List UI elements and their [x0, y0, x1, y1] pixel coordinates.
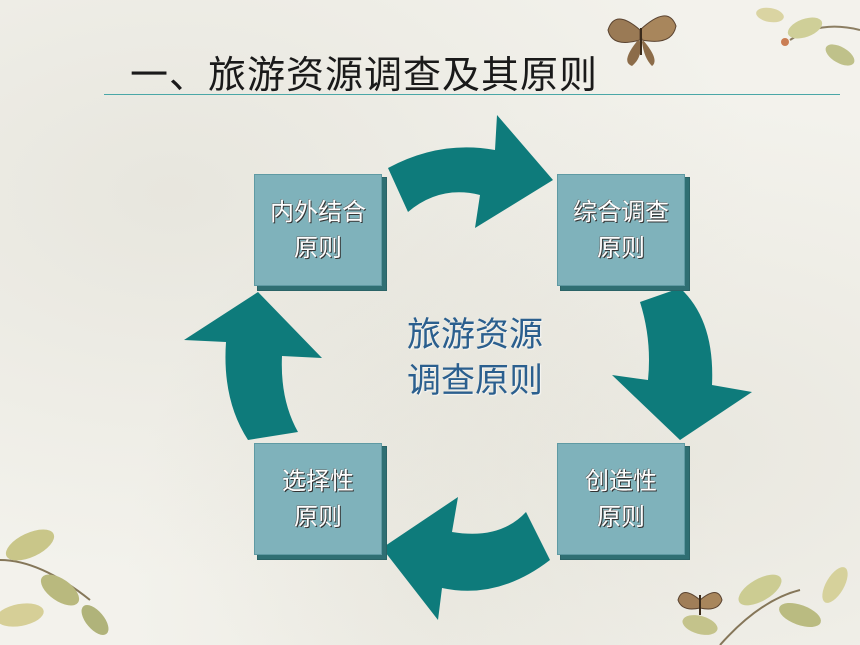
center-label: 旅游资源 调查原则	[390, 312, 560, 404]
center-label-line1: 旅游资源	[407, 315, 543, 355]
leaf-branch-icon	[756, 7, 860, 66]
leaf-branch-icon	[0, 529, 109, 635]
node-label-line2: 原则	[294, 503, 342, 531]
arrow-top-icon	[388, 115, 553, 228]
center-label-line2: 调查原则	[407, 361, 543, 401]
node-label-line1: 综合调查	[573, 198, 669, 226]
node-creative-principle: 创造性 原则	[557, 443, 685, 555]
title-divider	[104, 94, 840, 95]
arrow-right-icon	[612, 288, 752, 440]
butterfly-icon	[607, 15, 677, 66]
node-label-line2: 原则	[597, 503, 645, 531]
node-selective-principle: 选择性 原则	[254, 443, 382, 555]
node-label-line1: 创造性	[585, 467, 657, 495]
node-label-line1: 选择性	[282, 467, 354, 495]
butterfly-icon	[677, 592, 723, 615]
cycle-arrows	[184, 115, 752, 620]
node-comprehensive-principle: 综合调查 原则	[557, 174, 685, 286]
node-label-line1: 内外结合	[270, 198, 366, 226]
leaf-branch-icon	[682, 567, 848, 645]
node-label-line2: 原则	[597, 234, 645, 262]
node-inner-outer-principle: 内外结合 原则	[254, 174, 382, 286]
node-label-line2: 原则	[294, 234, 342, 262]
arrow-left-icon	[184, 292, 322, 440]
arrow-bottom-icon	[382, 497, 550, 620]
page-title: 一、旅游资源调查及其原则	[130, 53, 599, 97]
